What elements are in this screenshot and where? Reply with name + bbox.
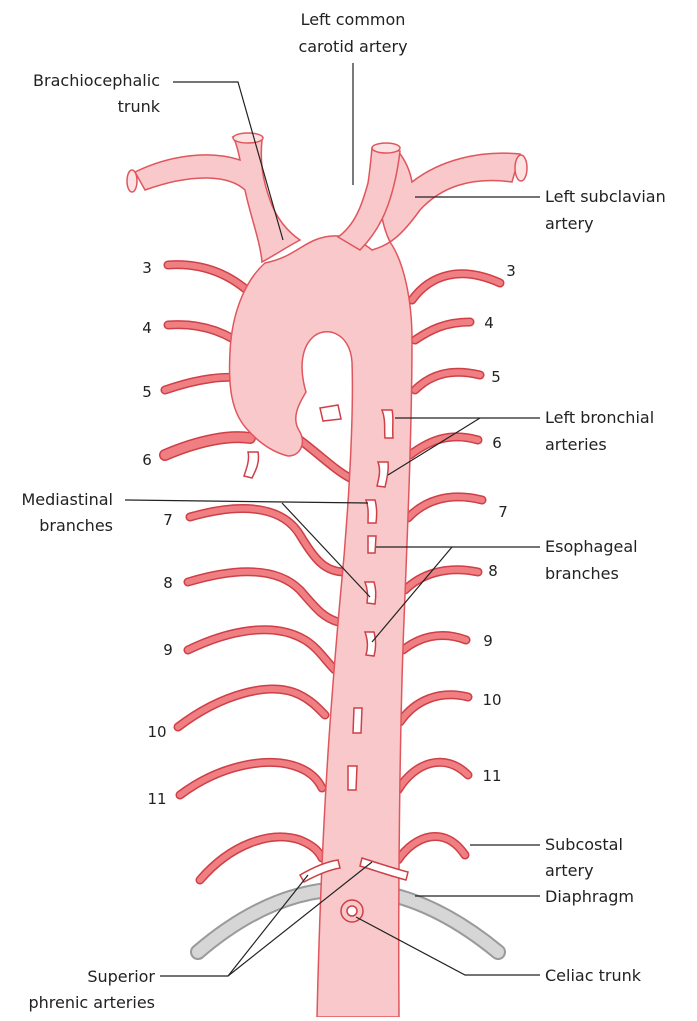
intercostal-left-11: [180, 762, 322, 795]
label-mediastinal-2: branches: [39, 516, 113, 535]
branch-stub-arch-1: [320, 405, 341, 421]
label-superior-phrenic-2: phrenic arteries: [28, 993, 155, 1012]
intercostal-left-5: [165, 377, 240, 390]
intercostal-left-8: [188, 572, 338, 622]
label-left-bronchial-2: arteries: [545, 435, 607, 454]
rib-number-left-3: 3: [142, 259, 152, 277]
label-brachiocephalic-2: trunk: [118, 97, 161, 116]
label-diaphragm: Diaphragm: [545, 887, 634, 906]
subcostal-right: [398, 836, 465, 860]
rib-numbers-left: 3 4 5 6 7 8 9 10 11: [142, 259, 173, 808]
aortic-stub-11: [348, 766, 357, 790]
label-esophageal-1: Esophageal: [545, 537, 638, 556]
rib-number-left-9: 9: [163, 641, 173, 659]
rib-number-left-8: 8: [163, 574, 173, 592]
label-brachiocephalic-1: Brachiocephalic: [33, 71, 160, 90]
intercostal-right-9: [403, 635, 466, 650]
brachiocephalic-opening: [233, 133, 263, 143]
brachiocephalic-trunk: [135, 137, 300, 262]
label-left-bronchial-1: Left bronchial: [545, 408, 654, 427]
intercostal-right-10: [400, 695, 468, 722]
label-mediastinal-1: Mediastinal: [22, 490, 114, 509]
intercostal-left-6: [165, 437, 250, 455]
rib-number-left-7: 7: [163, 511, 173, 529]
aortic-stub-10: [353, 708, 362, 733]
label-subcostal-2: artery: [545, 861, 594, 880]
intercostal-right-8: [405, 570, 478, 590]
left-subclavian-opening: [515, 155, 527, 181]
label-left-subclavian-1: Left subclavian: [545, 187, 666, 206]
intercostal-right-5: [415, 372, 480, 390]
rib-number-left-6: 6: [142, 451, 152, 469]
esophageal-stub-1: [368, 536, 376, 553]
rib-number-right-6: 6: [492, 434, 502, 452]
rib-number-right-4: 4: [484, 314, 494, 332]
rib-number-right-8: 8: [488, 562, 498, 580]
intercostal-right-11: [398, 762, 468, 790]
rib-number-right-9: 9: [483, 632, 493, 650]
intercostal-left-9: [188, 630, 335, 670]
rib-number-right-5: 5: [491, 368, 501, 386]
intercostal-left-10: [178, 689, 325, 727]
rib-number-left-5: 5: [142, 383, 152, 401]
label-subcostal-1: Subcostal: [545, 835, 623, 854]
intercostal-right-6: [410, 437, 478, 455]
intercostal-left-6b: [300, 440, 350, 478]
left-common-carotid-opening: [372, 143, 400, 153]
rib-number-right-7: 7: [498, 503, 508, 521]
bronchial-stub-2: [377, 462, 388, 487]
rib-number-left-11: 11: [147, 790, 166, 808]
right-subclavian-opening: [127, 170, 137, 192]
rib-number-right-11: 11: [482, 767, 501, 785]
intercostal-right-7: [408, 497, 482, 518]
intercostal-right-4: [415, 322, 470, 340]
label-celiac-trunk: Celiac trunk: [545, 966, 642, 985]
rib-number-right-10: 10: [482, 691, 501, 709]
intercostal-right-3: [412, 274, 500, 300]
label-left-common-carotid-2: carotid artery: [298, 37, 407, 56]
rib-numbers-right: 3 4 5 6 7 8 9 10 11: [482, 262, 515, 785]
rib-number-left-4: 4: [142, 319, 152, 337]
label-left-common-carotid-1: Left common: [301, 10, 406, 29]
label-superior-phrenic-1: Superior: [87, 967, 155, 986]
rib-number-right-3: 3: [506, 262, 516, 280]
rib-number-left-10: 10: [147, 723, 166, 741]
leader-mediastinal-1: [125, 500, 368, 503]
label-left-subclavian-2: artery: [545, 214, 594, 233]
intercostal-left-7: [190, 509, 345, 572]
label-esophageal-2: branches: [545, 564, 619, 583]
branch-stub-arch-2: [244, 452, 259, 478]
